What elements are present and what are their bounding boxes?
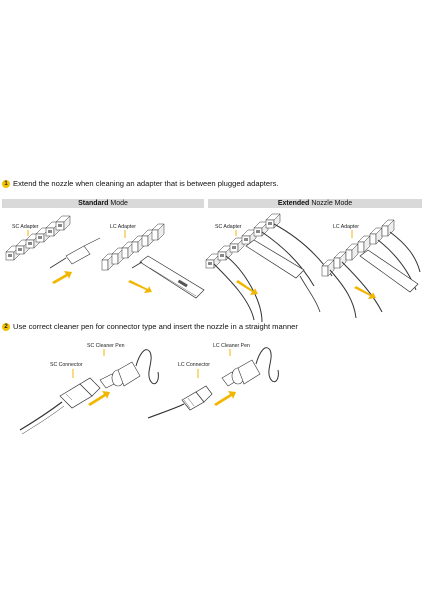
insert-arrow-sc xyxy=(88,391,110,406)
insert-arrow xyxy=(52,271,72,284)
insert-arrow-lc xyxy=(128,280,152,293)
step-2-text: Use correct cleaner pen for connector ty… xyxy=(13,322,298,331)
extended-mode-bold: Extended xyxy=(277,200,310,207)
lc-adapter-row-extended xyxy=(321,219,421,319)
standard-mode-bold: Standard xyxy=(78,200,109,207)
step-1: 1 Extend the nozzle when cleaning an ada… xyxy=(2,179,279,188)
extended-mode-rest: Nozzle Mode xyxy=(311,200,353,207)
standard-mode-bar: Standard Mode xyxy=(2,199,204,208)
lc-adapter-label-extended: LC Adapter xyxy=(333,224,359,230)
sc-adapter-row-extended xyxy=(205,213,333,323)
step-2: 2 Use correct cleaner pen for connector … xyxy=(2,322,298,331)
sc-connector-label: SC Connector xyxy=(50,362,83,368)
step-1-text: Extend the nozzle when cleaning an adapt… xyxy=(13,179,279,188)
step-1-number: 1 xyxy=(2,179,10,188)
sc-connector-illustration xyxy=(19,349,159,435)
step-2-number: 2 xyxy=(2,322,10,331)
lc-adapter-label-standard: LC Adapter xyxy=(110,224,136,230)
sc-adapter-label-extended: SC Adapter xyxy=(215,224,242,230)
cleaner-pen-body xyxy=(139,255,205,299)
insert-arrow-lc-2 xyxy=(214,391,236,406)
sc-adapter-label-standard: SC Adapter xyxy=(12,224,39,230)
lc-adapter-row-standard xyxy=(101,223,205,299)
lc-connector-illustration xyxy=(147,347,279,419)
lc-cleaner-pen-label: LC Cleaner Pen xyxy=(213,343,250,349)
sc-adapter-row-standard xyxy=(5,215,101,284)
sc-cleaner-pen-label: SC Cleaner Pen xyxy=(87,343,125,349)
lc-connector-label: LC Connector xyxy=(178,362,211,368)
standard-mode-rest: Mode xyxy=(110,200,128,207)
extended-mode-bar: Extended Nozzle Mode xyxy=(208,199,422,208)
